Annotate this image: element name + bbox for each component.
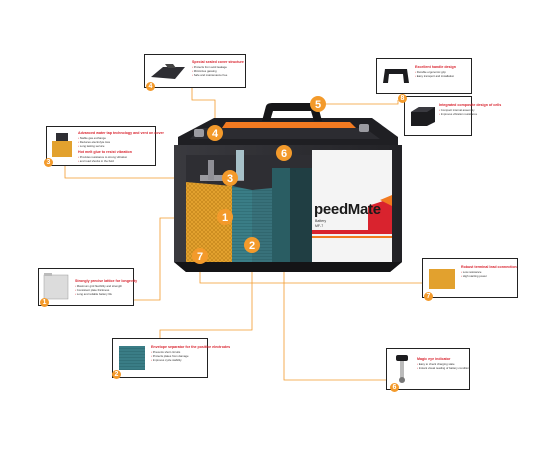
brand-sub-1: Battery <box>315 219 327 223</box>
terminal-left <box>194 129 204 137</box>
card-2-badge: 2 <box>112 370 121 379</box>
callout-3-bullet-1: Stable gas exchange <box>78 136 106 140</box>
brand-name: peedMate <box>314 201 381 218</box>
callout-7-bullet-1: Low resistance <box>461 270 482 274</box>
callout-7-title: Robust terminal lead connection <box>461 265 517 269</box>
battery <box>174 103 402 272</box>
callout-5-bullet-1: Durable ergonomic grip <box>415 70 446 74</box>
terminal-thumbnail <box>429 269 455 289</box>
marker-7-label: 7 <box>197 251 203 263</box>
callout-card-8: Integrated composite design of cells Com… <box>404 96 501 136</box>
callout-8-bullet-1: Compact internal assembly <box>439 108 475 112</box>
callout-3-bullet-3: Long lasting service <box>78 144 105 148</box>
callout-3-title-2: Hot melt glue to resist vibration <box>78 150 132 154</box>
callout-5-bullet-2: Easy transport and installation <box>415 74 454 78</box>
marker-1: 1 <box>217 209 233 225</box>
callout-4-bullet-2: Minimizes gassing <box>192 69 217 73</box>
callout-8-bullet-2: Improves vibration resistance <box>439 112 477 116</box>
leader-line-5 <box>318 100 399 105</box>
callout-8-title: Integrated composite design of cells <box>439 103 502 107</box>
card-4-badge: 4 <box>146 82 155 91</box>
positive-plate-grid <box>186 182 232 266</box>
callout-card-6: Magic eye indicator Easy to check chargi… <box>386 348 470 390</box>
marker-6-label: 6 <box>281 148 287 160</box>
callout-2-bullet-2: Protects plates from damage <box>151 354 189 358</box>
sealed-cover-thumbnail <box>151 64 185 79</box>
callout-3-bullet-5: and road shocks in the field <box>78 159 114 163</box>
callout-4-bullet-1: Protects from acid leakage <box>192 65 227 69</box>
separator-thumbnail <box>119 346 145 370</box>
callout-2-title: Envelope separator for the positive elec… <box>151 345 231 349</box>
callout-3-bullet-4: Provides resistance to strong vibration <box>78 155 127 159</box>
front-label-panel <box>312 150 392 268</box>
lattice-thumbnail <box>43 273 69 300</box>
marker-3: 3 <box>222 170 238 186</box>
carry-handle <box>262 103 322 121</box>
magic-eye-thumbnail <box>396 355 408 383</box>
callout-3-bullet-2: Reduces electrolyte loss <box>78 140 110 144</box>
marker-6: 6 <box>276 145 292 161</box>
marker-2: 2 <box>244 237 260 253</box>
card-1-badge: 1 <box>40 298 49 307</box>
callout-5-title: Excellent handle design <box>415 65 456 69</box>
leader-line-2 <box>159 245 253 345</box>
marker-2-label: 2 <box>249 240 255 252</box>
callout-6-bullet-2: Instant visual reading of battery condit… <box>417 366 470 370</box>
callout-card-7: Robust terminal lead connection Low resi… <box>422 258 518 298</box>
card-7-badge: 7 <box>424 292 433 301</box>
callout-card-2: Envelope separator for the positive elec… <box>112 338 230 378</box>
marker-5: 5 <box>310 96 326 112</box>
terminal-right <box>359 124 369 132</box>
callout-1-bullet-1: Maximum grid flexibility and strength <box>75 284 122 288</box>
callout-1-title: Strongly precise lattice for longevity <box>75 279 138 283</box>
callout-2-bullet-1: Prevents short circuits <box>151 350 181 354</box>
callout-1-bullet-2: Consistent plate thickness <box>75 288 110 292</box>
card-8-badge: 8 <box>398 94 407 103</box>
marker-7: 7 <box>192 248 208 264</box>
callout-1-bullet-3: Long and reliable battery life <box>75 292 112 296</box>
callout-6-title: Magic eye indicator <box>417 357 451 361</box>
leader-line-4 <box>191 88 216 133</box>
callout-card-1: Strongly precise lattice for longevity M… <box>38 268 138 306</box>
callout-card-5: Excellent handle design Durable ergonomi… <box>376 58 472 94</box>
marker-1-label: 1 <box>222 212 228 224</box>
handle-thumbnail <box>383 69 409 83</box>
marker-4: 4 <box>207 125 223 141</box>
callout-2-bullet-3: Improves cycle stability <box>151 358 182 362</box>
callout-card-4: Special sealed cover structure Protects … <box>144 54 246 88</box>
cell-block-thumbnail <box>411 107 435 126</box>
marker-4-label: 4 <box>212 128 219 140</box>
callout-6-bullet-1: Easy to check charging state <box>417 362 455 366</box>
brand-sub-2: MF-7 <box>315 224 324 228</box>
number-markers: 4 5 6 3 1 2 7 <box>192 96 326 264</box>
lid-label-strip <box>222 122 356 128</box>
card-3-badge: 3 <box>44 158 53 167</box>
marker-3-label: 3 <box>227 173 233 185</box>
plate-stack-rear <box>252 188 272 268</box>
separator-envelope <box>232 186 252 268</box>
callout-4-bullet-3: Safe and maintenance free <box>192 73 228 77</box>
vent-thumbnail <box>52 133 72 157</box>
callout-4-title: Special sealed cover structure <box>192 60 244 64</box>
callout-card-3: Advanced water tap technology and vent o… <box>46 126 164 166</box>
marker-5-label: 5 <box>315 99 321 111</box>
card-6-badge: 6 <box>390 383 399 392</box>
callout-7-bullet-2: High starting power <box>461 274 487 278</box>
callout-3-title: Advanced water tap technology and vent o… <box>78 131 164 135</box>
